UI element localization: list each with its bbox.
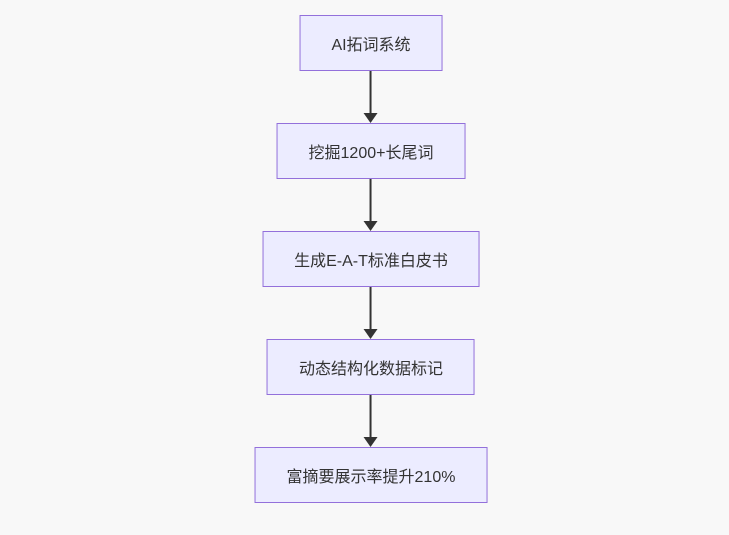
edge-line [370,71,372,113]
flow-node-label: AI拓词系统 [331,37,411,54]
flowchart-canvas: AI拓词系统 挖掘1200+长尾词 生成E-A-T标准白皮书 动态结构化数据标记… [254,15,488,503]
flow-node-ai-keyword-system: AI拓词系统 [299,15,443,71]
flow-edge-4 [364,395,378,447]
flow-node-label: 生成E-A-T标准白皮书 [294,253,448,270]
flow-node-rich-snippet-rate: 富摘要展示率提升210% [254,447,488,503]
flow-edge-2 [364,179,378,231]
arrow-down-icon [364,329,378,339]
flow-node-structured-data-markup: 动态结构化数据标记 [266,339,475,395]
flow-node-label: 挖掘1200+长尾词 [308,145,434,162]
flow-edge-3 [364,287,378,339]
arrow-down-icon [364,221,378,231]
flow-node-eat-whitepaper: 生成E-A-T标准白皮书 [262,231,480,287]
flow-node-label: 动态结构化数据标记 [298,361,443,378]
edge-line [370,287,372,329]
flow-node-label: 富摘要展示率提升210% [286,469,456,486]
arrow-down-icon [364,113,378,123]
flow-node-longtail-mining: 挖掘1200+长尾词 [276,123,466,179]
arrow-down-icon [364,437,378,447]
edge-line [370,395,372,437]
flow-edge-1 [364,71,378,123]
edge-line [370,179,372,221]
